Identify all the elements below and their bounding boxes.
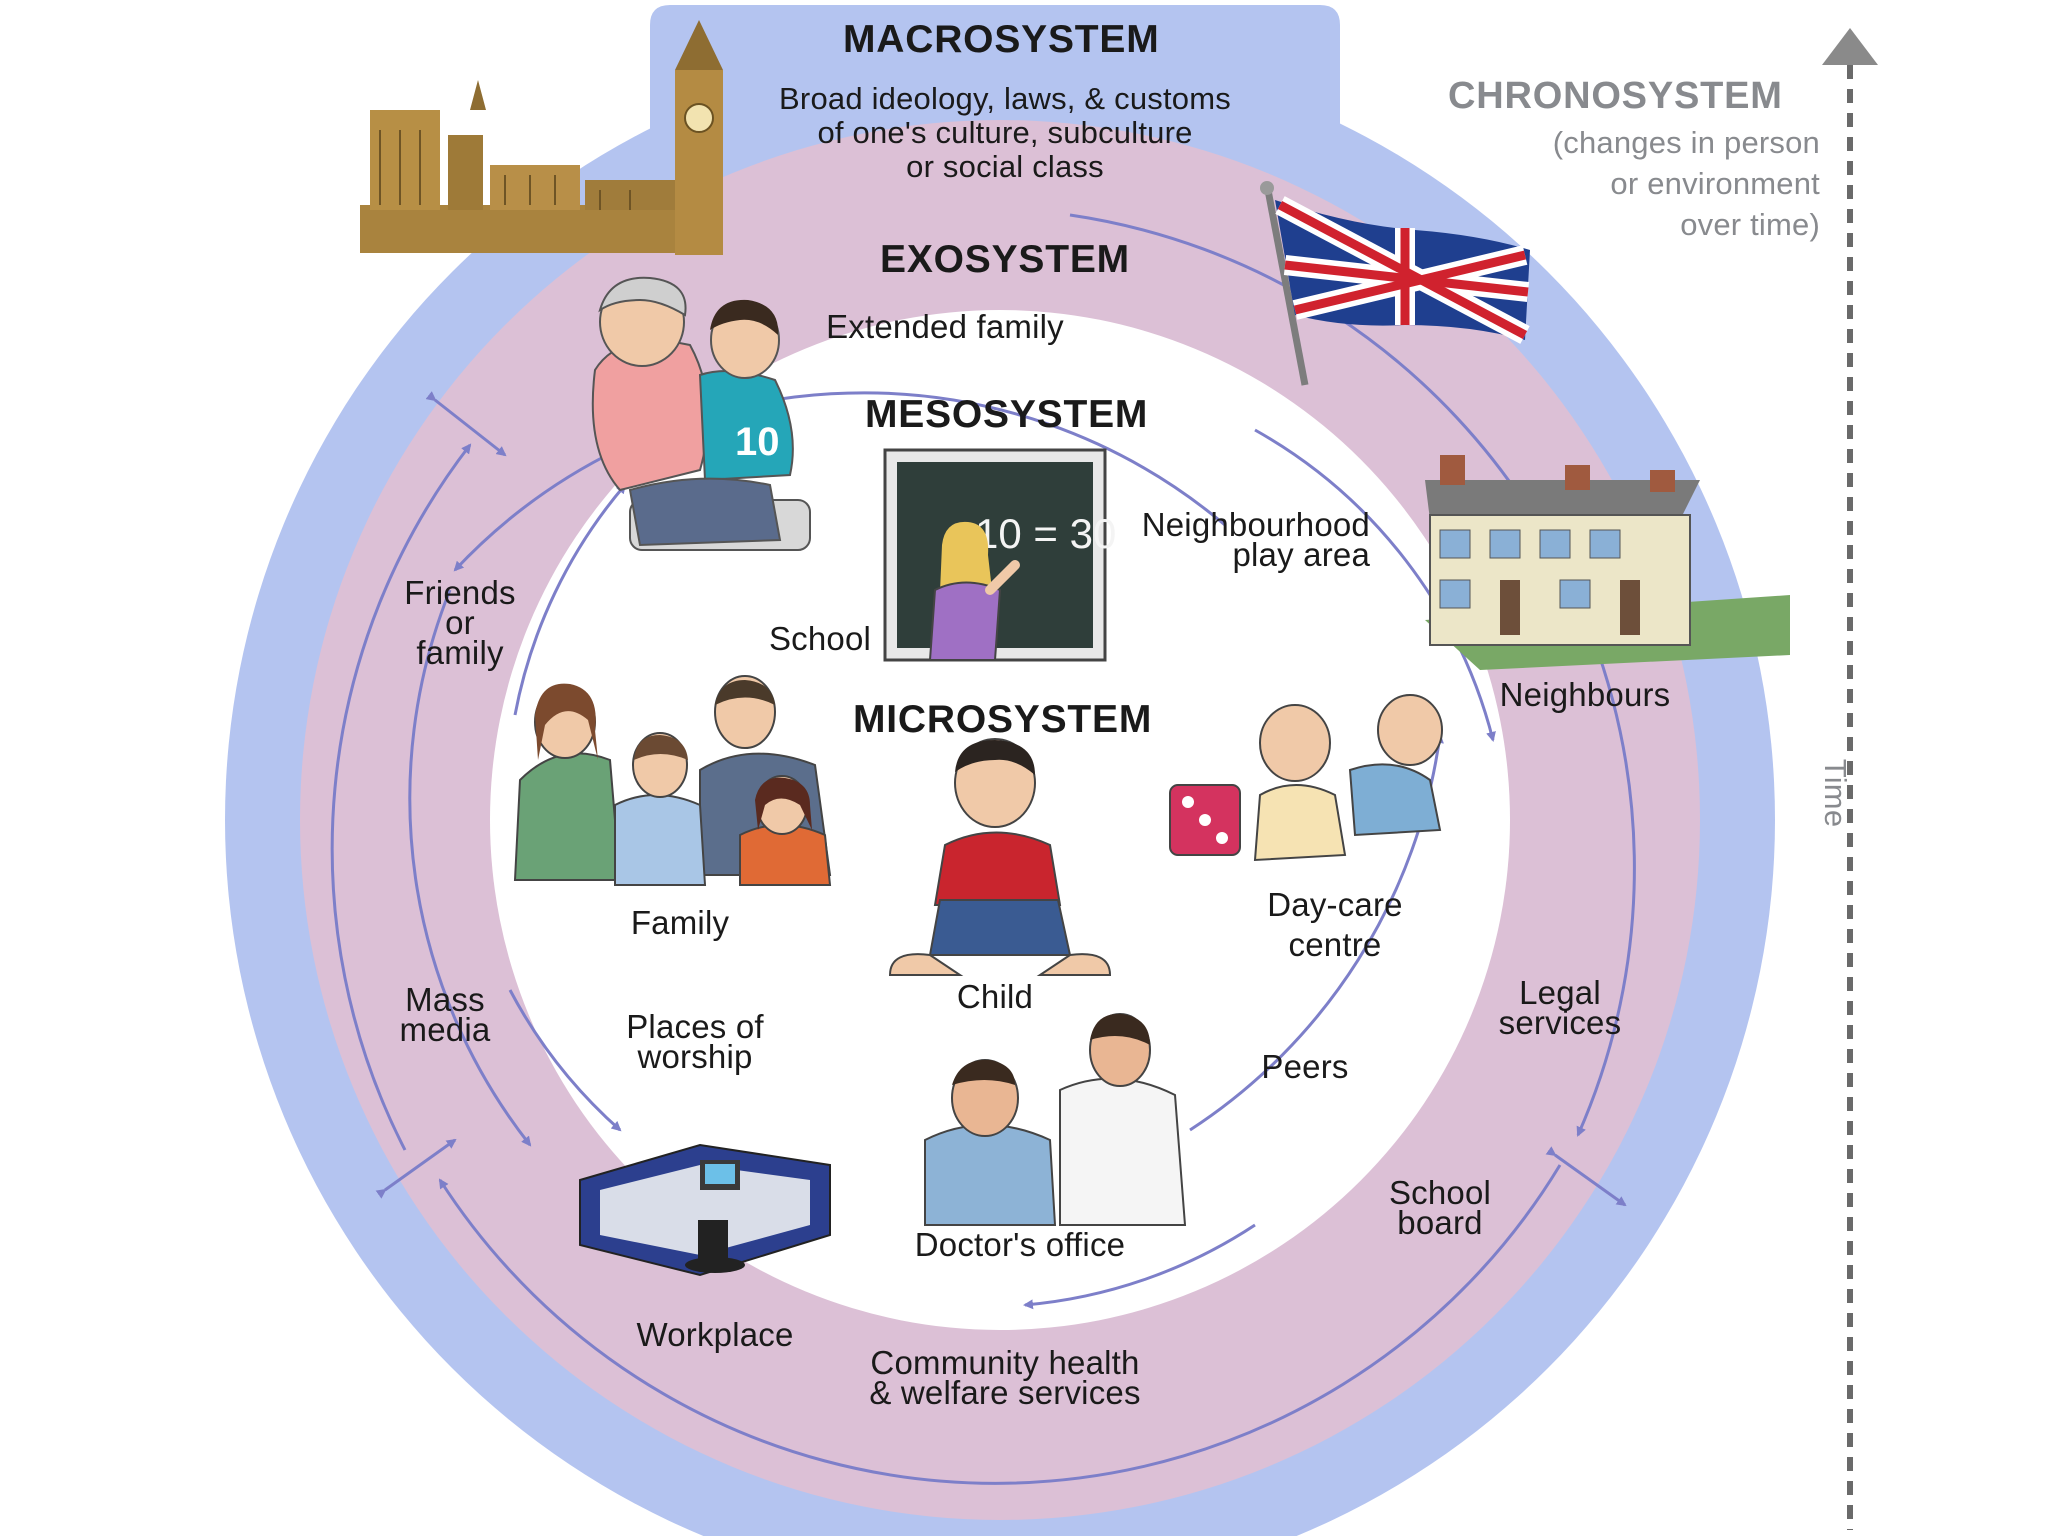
time-axis bbox=[1822, 28, 1878, 1530]
school-board-label: School board bbox=[1388, 1174, 1492, 1241]
svg-text:10: 10 bbox=[735, 420, 780, 464]
exosystem-title: EXOSYSTEM bbox=[880, 238, 1130, 281]
union-flag-illustration bbox=[1260, 181, 1530, 386]
chronosystem-title: CHRONOSYSTEM bbox=[1448, 75, 1783, 117]
neighbours-label: Neighbours bbox=[1499, 676, 1671, 713]
mass-media-label: Mass media bbox=[399, 981, 491, 1048]
day-care-illustration bbox=[1169, 694, 1443, 862]
extended-family-illustration: 10 bbox=[591, 276, 811, 551]
svg-text:10 = 30: 10 = 30 bbox=[975, 510, 1116, 557]
extended-family-label: Extended family bbox=[826, 308, 1064, 345]
parliament-illustration bbox=[360, 20, 723, 255]
time-arrow-icon bbox=[1822, 28, 1878, 65]
legal-services-label: Legal services bbox=[1498, 974, 1622, 1041]
neighbourhood-play-area-label: Neighbourhood play area bbox=[1141, 506, 1370, 573]
workplace-illustration bbox=[579, 1143, 831, 1277]
mesosystem-title: MESOSYSTEM bbox=[865, 393, 1149, 436]
friends-or-family-label: Friends or family bbox=[404, 574, 516, 671]
ring-connectors bbox=[375, 391, 1627, 1207]
doctors-office-label: Doctor's office bbox=[914, 1226, 1126, 1263]
school-illustration: 10 = 30 bbox=[883, 448, 1116, 662]
peers-label: Peers bbox=[1261, 1048, 1349, 1085]
macrosystem-title: MACROSYSTEM bbox=[843, 18, 1160, 61]
day-care-centre-label: Day-care centre bbox=[1267, 886, 1403, 963]
doctors-office-illustration bbox=[924, 1013, 1187, 1226]
places-of-worship-label: Places of worship bbox=[626, 1008, 764, 1075]
family-label: Family bbox=[630, 904, 730, 941]
macrosystem-description: Broad ideology, laws, & customs of one's… bbox=[779, 81, 1231, 184]
neighbours-houses-illustration bbox=[1425, 455, 1790, 670]
time-axis-label: Time bbox=[1818, 758, 1853, 828]
school-label: School bbox=[768, 620, 872, 657]
family-illustration bbox=[513, 675, 832, 886]
workplace-label: Workplace bbox=[636, 1316, 794, 1353]
chronosystem-description: (changes in person or environment over t… bbox=[1552, 125, 1820, 242]
child-label: Child bbox=[956, 978, 1034, 1015]
child-illustration bbox=[888, 738, 1112, 976]
community-health-label: Community health & welfare services bbox=[869, 1344, 1141, 1411]
microsystem-title: MICROSYSTEM bbox=[853, 698, 1153, 741]
mesosystem-arrows bbox=[508, 428, 1496, 1310]
